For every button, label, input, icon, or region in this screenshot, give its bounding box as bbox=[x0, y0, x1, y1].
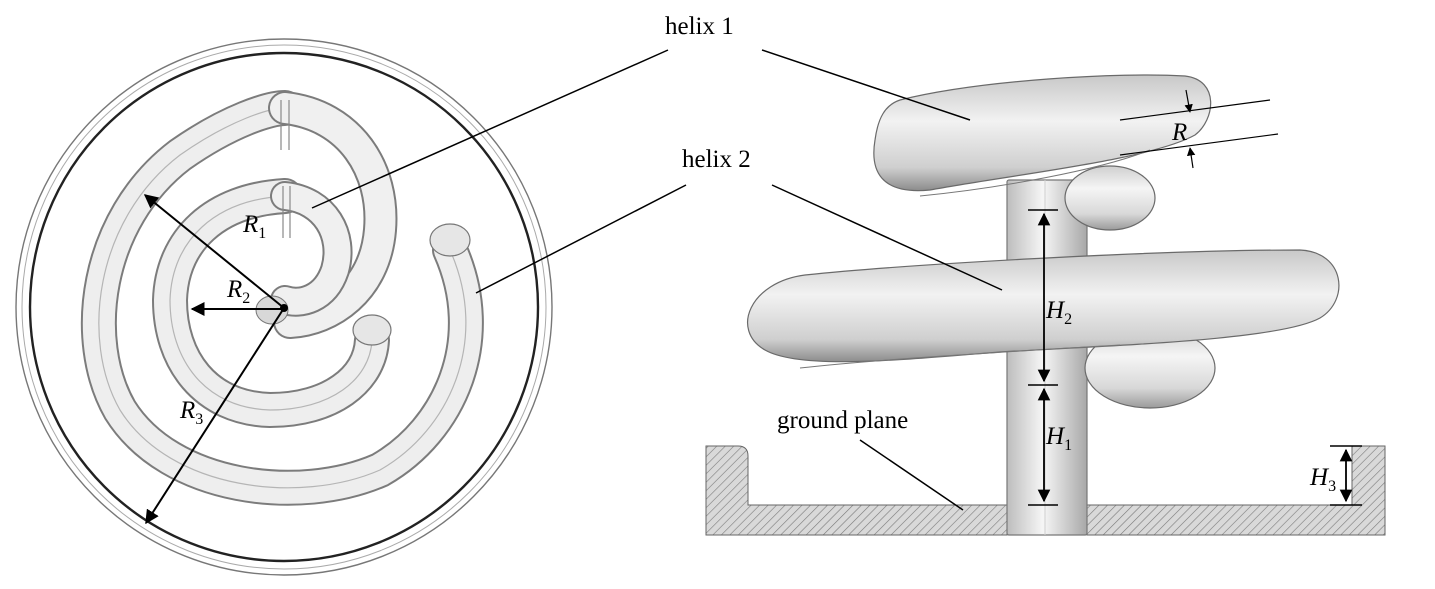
helix-1-top bbox=[255, 91, 398, 339]
ground-plane-leader bbox=[859, 439, 964, 511]
r1-label: R1 bbox=[242, 211, 266, 242]
helix-2-inner-cap bbox=[352, 314, 392, 346]
helix-2-ring-underside bbox=[799, 344, 1121, 369]
r-ext-line-bottom bbox=[1119, 133, 1279, 156]
r-arrow-top bbox=[1184, 89, 1193, 113]
outer-rim-inner bbox=[28, 51, 540, 563]
helix-1-leader-right bbox=[761, 49, 971, 121]
helix-1-leader-left bbox=[311, 49, 669, 209]
h3-label: H3 bbox=[1309, 464, 1336, 495]
ground-plane-callout: ground plane bbox=[777, 407, 908, 434]
feed-post bbox=[1006, 179, 1088, 536]
helix-2-leader-left bbox=[475, 184, 687, 294]
r1-arrow bbox=[143, 194, 285, 309]
r3-label: R3 bbox=[179, 397, 203, 428]
helix-1-lower-loop bbox=[1064, 165, 1156, 231]
h1-label: H1 bbox=[1045, 423, 1072, 454]
ground-plane-section-right bbox=[1086, 445, 1386, 536]
r-arrow-bottom bbox=[1186, 147, 1196, 169]
side-view: R H2 H1 H3 bbox=[705, 74, 1386, 536]
helix-2-end-cap bbox=[429, 223, 471, 257]
r3-arrow bbox=[145, 307, 285, 525]
helix-1-callout: helix 1 bbox=[665, 13, 734, 40]
h2-label: H2 bbox=[1045, 297, 1072, 328]
outer-rim-mid bbox=[21, 44, 547, 570]
helix-2-callout: helix 2 bbox=[682, 146, 751, 173]
outer-rim-outer bbox=[15, 38, 553, 576]
r-ext-line-top bbox=[1119, 99, 1271, 121]
helix-2-leader-right bbox=[771, 184, 1003, 291]
r-label: R bbox=[1171, 119, 1187, 146]
helix-1-ring-underside bbox=[919, 149, 1151, 197]
callouts: helix 1 helix 2 ground plane bbox=[311, 13, 1003, 511]
ground-plane-section bbox=[705, 445, 1008, 536]
top-view: R1 R2 R3 bbox=[15, 38, 553, 576]
r2-label: R2 bbox=[226, 276, 250, 307]
helix-2-top bbox=[80, 90, 484, 506]
helix-1-ring bbox=[873, 74, 1212, 192]
